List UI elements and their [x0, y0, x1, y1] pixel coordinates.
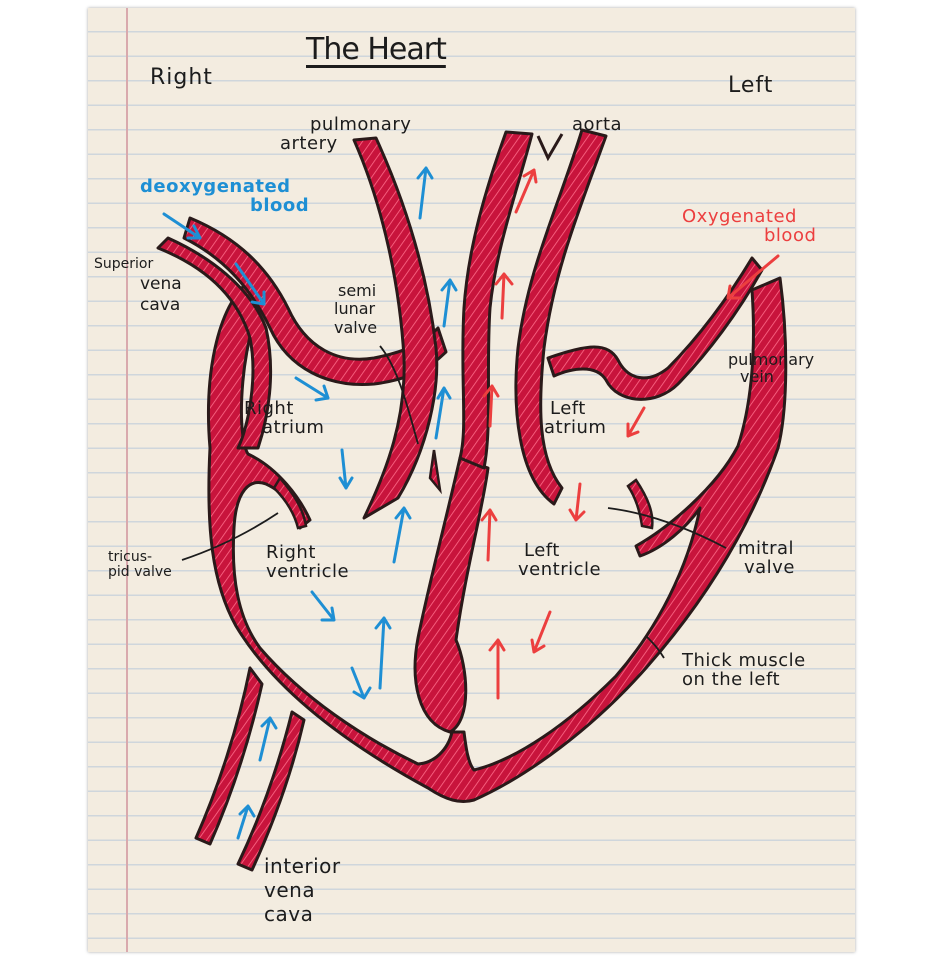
tricuspid-valve-shape: [272, 475, 308, 530]
aorta-vessel: [458, 130, 534, 470]
right-atrium-roof: [182, 216, 448, 387]
mitral-valve-label: mitral valve: [738, 538, 795, 578]
inferior-vena-cava-wall: [236, 710, 306, 872]
oxygenated-arrows: [480, 168, 780, 700]
right-side-label: Right: [150, 65, 213, 90]
inferior-vena-cava-vessel: [194, 666, 264, 846]
left-side-label: Left: [728, 73, 774, 98]
pulmonary-artery-vessel: [352, 136, 439, 520]
inferior-vena-cava-label: interior vena cava: [264, 854, 341, 926]
diagram-title: The Heart: [306, 32, 447, 67]
mitral-valve-shape: [626, 478, 654, 530]
pulmonary-vein-vessel: [546, 256, 764, 401]
superior-vena-cava-label: Superior vena cava: [94, 256, 182, 315]
pulmonary-vein-label: pulmonary vein: [728, 350, 815, 386]
pulmonary-artery-label: pulmonary artery: [280, 114, 412, 154]
heart-wall: [207, 276, 788, 803]
aorta-right-wall: [514, 128, 608, 506]
tricuspid-valve-label: tricus- pid valve: [108, 549, 172, 580]
margin-line: [126, 8, 128, 952]
semilunar-valve-shape: [428, 449, 442, 495]
superior-vena-cava-vessel: [156, 236, 273, 450]
aorta-valve-mark: [536, 133, 564, 162]
right-ventricle-label: Right ventricle: [266, 542, 350, 582]
heart-diagram: [156, 128, 788, 872]
septum: [413, 456, 490, 734]
semilunar-valve-label: semi lunar valve: [334, 281, 378, 337]
deoxygenated-arrows: [162, 166, 458, 840]
right-atrium-label: Right atrium: [244, 398, 325, 438]
oxygenated-blood-label: Oxygenated blood: [682, 206, 817, 246]
thick-muscle-label: Thick muscle on the left: [682, 650, 806, 690]
pointer-lines: [181, 345, 727, 659]
notebook-page: The Heart Right Left pulmonary artery ao…: [88, 8, 855, 952]
aorta-label: aorta: [572, 114, 623, 135]
left-atrium-label: Left atrium: [544, 398, 607, 438]
deoxygenated-blood-label: deoxygenated blood: [140, 176, 310, 216]
left-ventricle-label: Left ventricle: [518, 540, 602, 580]
